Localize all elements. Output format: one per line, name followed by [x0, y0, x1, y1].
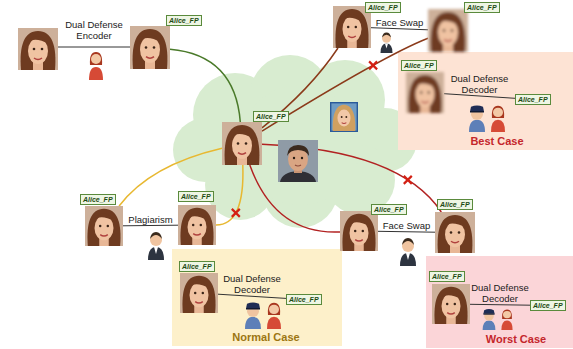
cloud-man-face: [278, 140, 318, 182]
fingerprint-tag: Alice_FP: [515, 94, 551, 105]
connector: [123, 225, 178, 227]
swap-output-face: [428, 9, 468, 52]
fingerprint-tag: Alice_FP: [530, 300, 566, 311]
case-title: Best Case: [470, 135, 523, 147]
normal-case-face: [180, 273, 218, 313]
encoder-link: [58, 47, 130, 48]
edge-label: Dual Defense Decoder: [468, 282, 532, 304]
connector: [262, 48, 338, 128]
method-label: Dual Defense Encoder: [59, 19, 129, 41]
connector: [371, 28, 428, 30]
best-case-face: [406, 72, 444, 113]
case-title: Normal Case: [232, 331, 299, 343]
connector: [216, 165, 243, 225]
connector: [262, 38, 428, 131]
cloud: [173, 55, 417, 228]
plagiarism-output-face: [178, 205, 216, 245]
connector: [378, 231, 435, 233]
edge-label: Face Swap: [383, 220, 431, 231]
police-icon: [483, 309, 496, 330]
blocked-mark: [404, 176, 412, 184]
blocked-mark: [232, 209, 240, 217]
fingerprint-label: Alice_FP: [286, 294, 322, 305]
fingerprint-label: Alice_FP: [530, 300, 566, 311]
police-icon: [245, 302, 261, 329]
fingerprint-label: Alice_FP: [515, 94, 551, 105]
fingerprint-label: Alice_FP: [80, 194, 116, 205]
original-face: [18, 28, 58, 70]
blocked-mark: [369, 61, 377, 69]
fingerprint-label: Alice_FP: [464, 2, 500, 13]
encoded-face: [130, 26, 170, 69]
fingerprint-label: Alice_FP: [179, 261, 215, 272]
attacker-icon: [148, 232, 164, 260]
connector: [119, 148, 222, 206]
worst-case-face: [432, 284, 470, 324]
swap-output-face: [435, 212, 475, 253]
fingerprint-label: Alice_FP: [365, 2, 401, 13]
fingerprint-label: Alice_FP: [166, 15, 202, 26]
cloud-other-face: [331, 103, 358, 132]
swap-input-face: [340, 211, 378, 251]
connector: [170, 49, 240, 122]
owner-icon: [491, 106, 505, 132]
cloud-face: [222, 122, 262, 165]
edge-label: Dual Defense Decoder: [448, 73, 512, 95]
fingerprint-label: Alice_FP: [437, 199, 473, 210]
connector: [470, 304, 530, 306]
attacker-icon: [400, 238, 416, 266]
fingerprint-label: Alice_FP: [253, 111, 289, 122]
fingerprint-label: Alice_FP: [401, 60, 437, 71]
fingerprint-tag: Alice_FP: [286, 294, 322, 305]
owner-icon: [267, 303, 281, 329]
fingerprint-label: Alice_FP: [371, 204, 407, 215]
swap-input-face: [333, 6, 371, 48]
owner-icon: [89, 52, 103, 80]
fingerprint-label: Alice_FP: [178, 191, 214, 202]
attacker-icon: [381, 32, 393, 53]
plagiarism-input-face: [85, 206, 123, 246]
owner-icon: [501, 309, 512, 330]
fingerprint-label: Alice_FP: [429, 271, 465, 282]
edge-label: Plagiarism: [128, 214, 172, 225]
case-title: Worst Case: [486, 333, 546, 345]
police-icon: [469, 105, 485, 132]
edge-label: Dual Defense Decoder: [220, 273, 284, 295]
edge-label: Face Swap: [376, 17, 424, 28]
